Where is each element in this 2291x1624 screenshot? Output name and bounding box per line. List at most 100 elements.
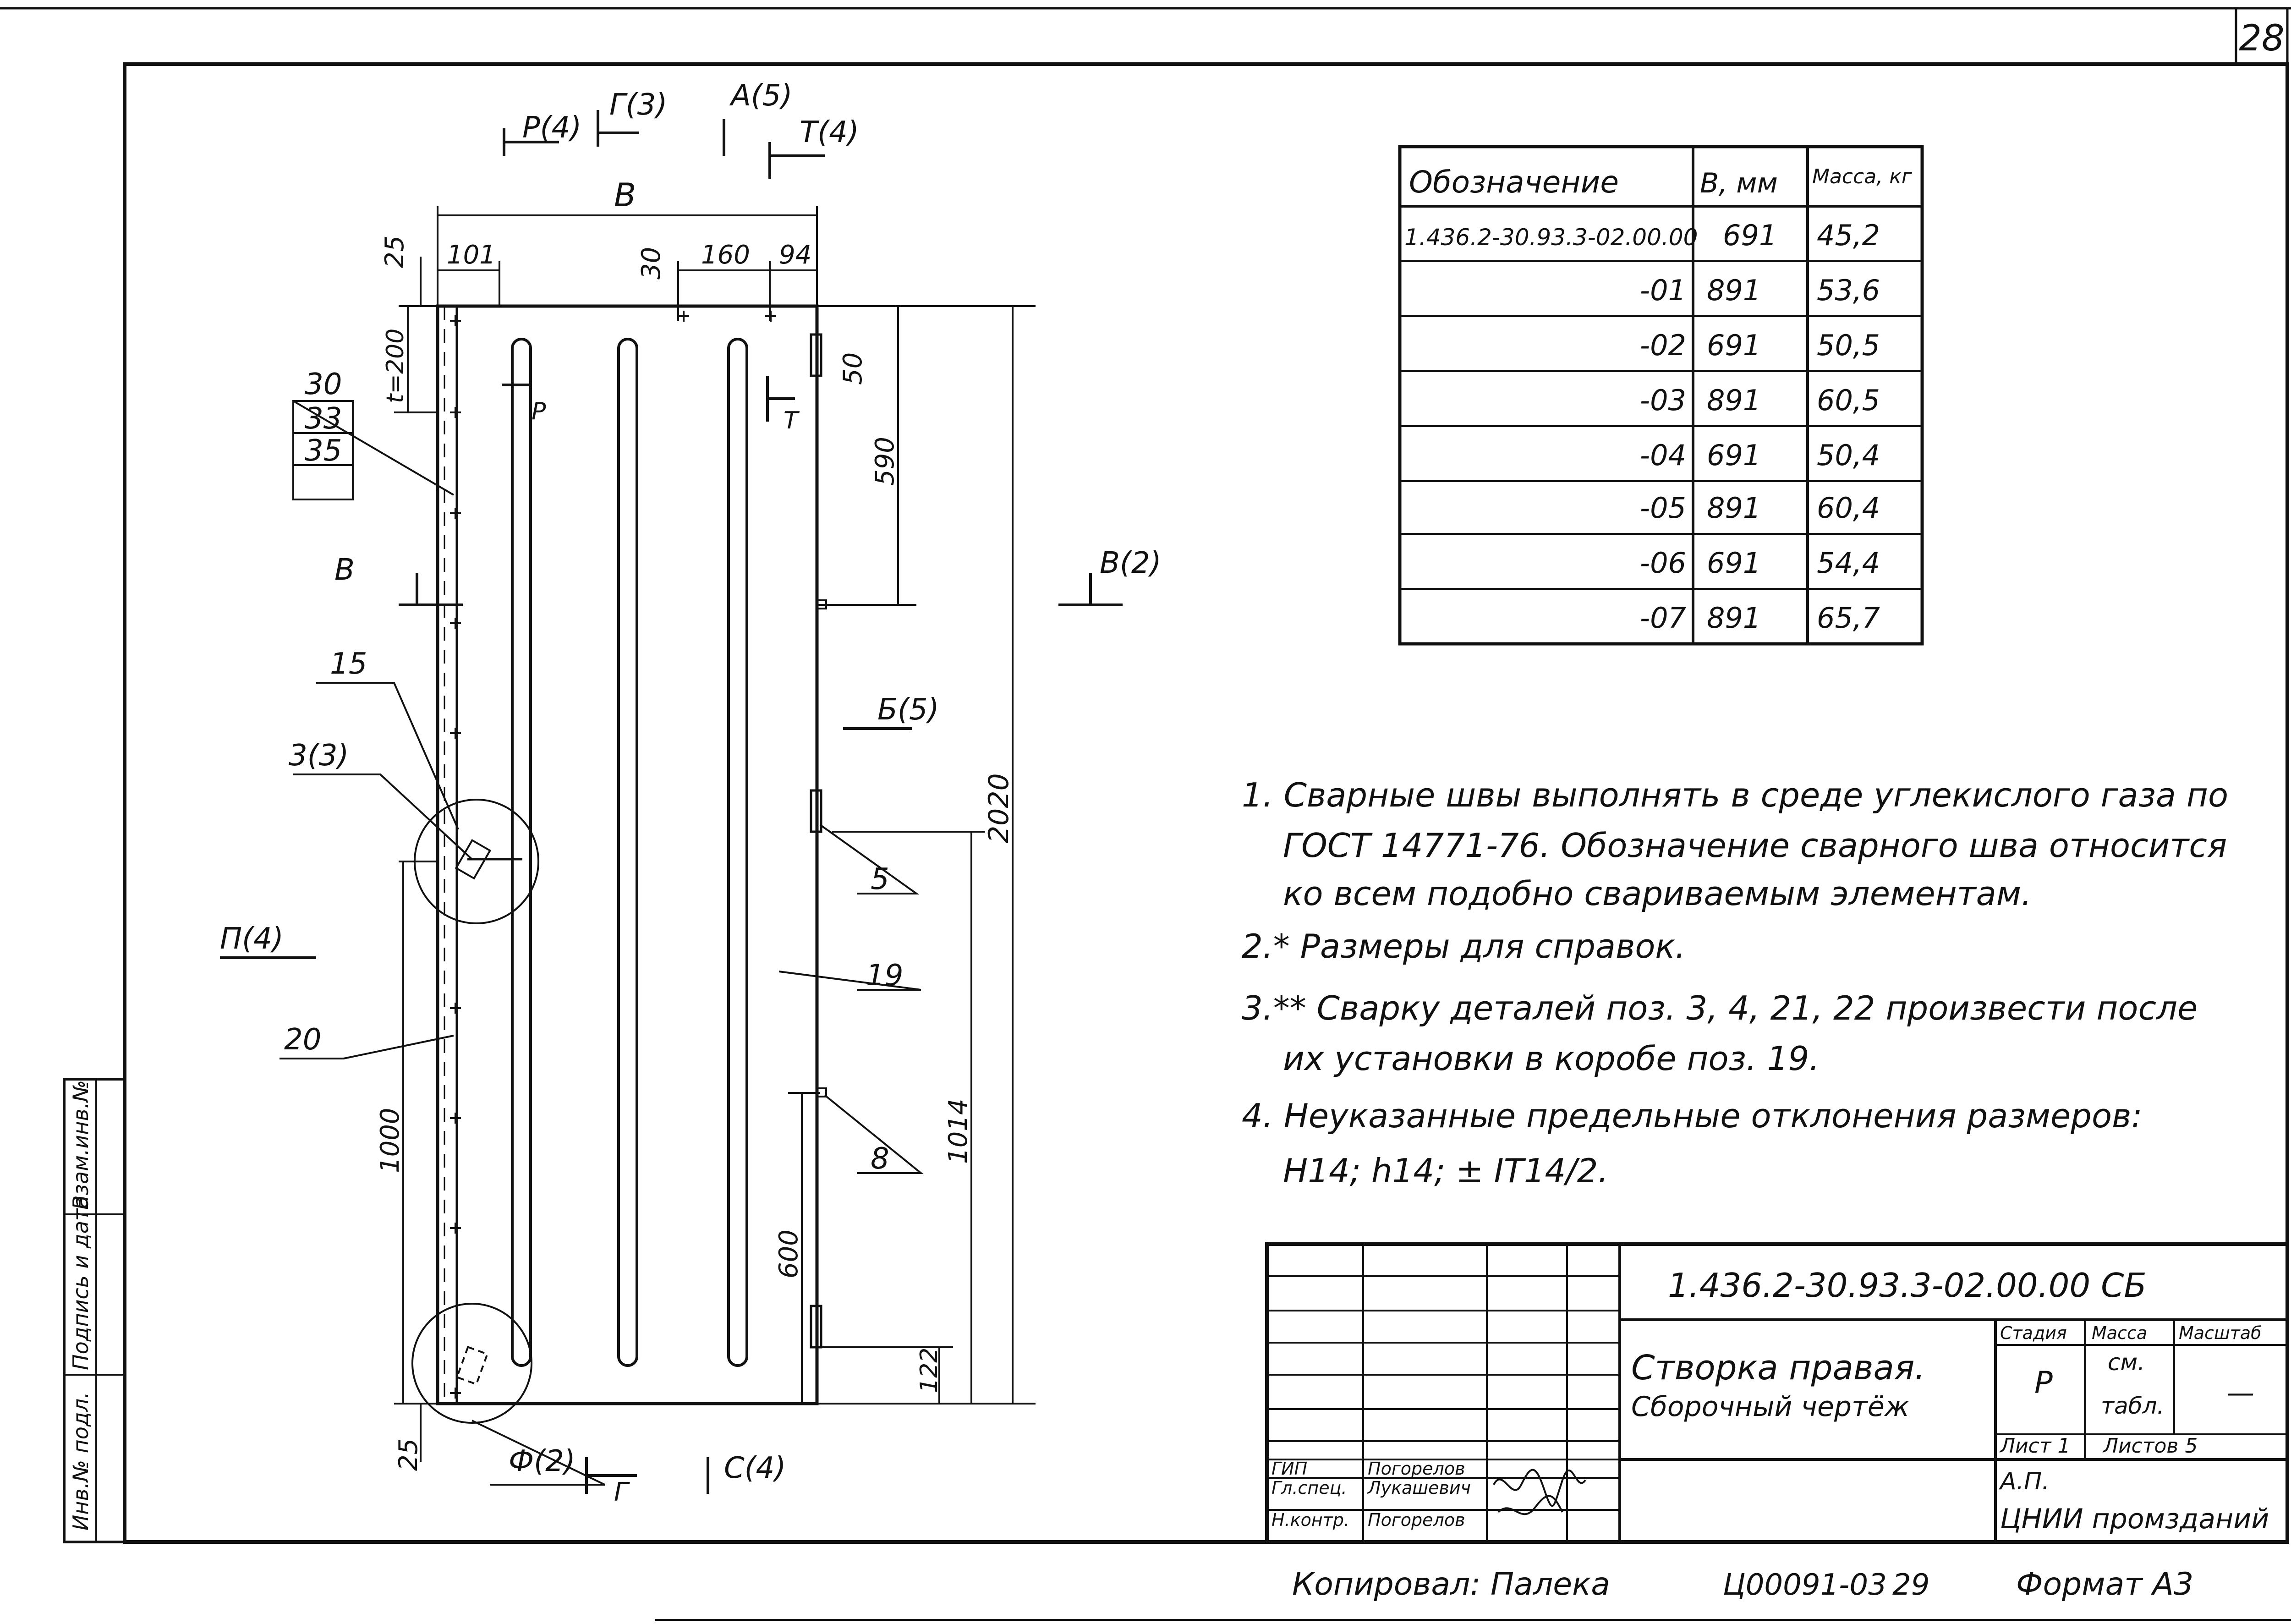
title-mass-value-1: см.: [2108, 1349, 2145, 1376]
view-v-left: В: [334, 553, 355, 587]
note-line: 1. Сварные швы выполнять в среде углекис…: [1242, 776, 2228, 814]
spec-row-width: 891: [1707, 491, 1761, 525]
person-name: Лукашевич: [1367, 1478, 1471, 1498]
dimension-lines: [394, 206, 1036, 1462]
spec-header-designation: Обозначение: [1409, 165, 1619, 200]
dim-600: 600: [774, 1229, 804, 1278]
marker-t: Т: [784, 407, 800, 434]
spec-row-mass: 54,4: [1817, 546, 1880, 580]
view-p-left: П(4): [220, 922, 284, 956]
view-b: Б(5): [877, 693, 939, 727]
callout-20: 20: [284, 1023, 321, 1057]
dim-590: 590: [870, 437, 900, 486]
title-stage-label: Стадия: [2000, 1323, 2067, 1343]
spec-row-designation: 1.436.2-30.93.3-02.00.00: [1404, 224, 1698, 251]
leader-lines: [280, 400, 924, 1486]
title-block: [1265, 1242, 2289, 1544]
spec-row-designation: -05: [1640, 491, 1686, 525]
note-line: ГОСТ 14771-76. Обозначение сварного шва …: [1283, 826, 2227, 865]
spec-row-width: 691: [1723, 219, 1777, 252]
callout-15: 15: [330, 647, 367, 681]
person-role: ГИП: [1272, 1459, 1307, 1479]
title-scale-label: Масштаб: [2179, 1323, 2262, 1343]
dim-25-bottom: 25: [394, 1438, 423, 1471]
dim-25-top: 25: [380, 236, 410, 268]
person-role: Гл.спец.: [1272, 1478, 1347, 1498]
marker-p: Р: [532, 398, 546, 425]
callout-3: 3(3): [289, 739, 349, 773]
dim-101: 101: [447, 240, 496, 270]
callout-8: 8: [871, 1142, 889, 1176]
dim-30-top: 30: [636, 247, 666, 280]
note-line: Н14; h14; ± IT14/2.: [1283, 1152, 1608, 1190]
side-stamp-inv: Инв.№ подл.: [68, 1392, 93, 1531]
title-sheet-label: Лист 1: [1999, 1434, 2070, 1458]
spec-row-width: 891: [1707, 274, 1761, 307]
person-role: Н.контр.: [1272, 1510, 1349, 1530]
view-c: С(4): [724, 1451, 786, 1485]
callout-35: 35: [305, 434, 342, 468]
footer-copied: Копировал: Палека: [1292, 1566, 1610, 1602]
footer-format: Формат А3: [2016, 1566, 2193, 1602]
dim-94: 94: [779, 240, 811, 270]
notes: 1. Сварные швы выполнять в среде углекис…: [1242, 776, 2228, 1190]
callout-5: 5: [871, 862, 889, 896]
spec-rows: 1.436.2-30.93.3-02.00.00 691 45,2 -01 89…: [1404, 219, 1880, 635]
view-g-bottom: Г: [614, 1477, 630, 1507]
section-markers: [220, 110, 1123, 1494]
door-leaf: [411, 304, 827, 1424]
title-mass-value-2: табл.: [2101, 1393, 2164, 1419]
spec-table: [1398, 145, 1924, 646]
spec-header-width: В, мм: [1700, 167, 1778, 199]
dim-t200: t=200: [382, 329, 409, 403]
spec-row-width: 691: [1707, 546, 1761, 580]
view-v-right: В(2): [1100, 546, 1162, 580]
spec-row-mass: 50,4: [1817, 439, 1880, 472]
view-a: А(5): [729, 79, 792, 113]
spec-row-designation: -03: [1640, 384, 1686, 417]
note-line: их установки в коробе поз. 19.: [1283, 1039, 1820, 1078]
callout-33: 33: [305, 402, 342, 436]
title-org-line2: ЦНИИ промзданий: [2000, 1503, 2269, 1535]
spec-row-designation: -07: [1640, 601, 1686, 635]
dim-1000: 1000: [375, 1108, 405, 1173]
side-stamp-replace: Взам.инв.№: [68, 1080, 93, 1210]
view-t: Т(4): [800, 115, 859, 149]
spec-row-width: 691: [1707, 439, 1761, 472]
callout-30: 30: [305, 368, 342, 401]
spec-row-width: 891: [1707, 384, 1761, 417]
spec-row-mass: 53,6: [1817, 274, 1880, 307]
spec-row-mass: 60,5: [1817, 384, 1880, 417]
title-line1: Створка правая.: [1631, 1348, 1925, 1388]
title-mass-label: Масса: [2092, 1323, 2147, 1343]
note-line: 3.** Сварку деталей поз. 3, 4, 21, 22 пр…: [1242, 989, 2198, 1027]
view-f: Ф(2): [509, 1444, 575, 1478]
spec-row-mass: 45,2: [1817, 219, 1880, 252]
dim-1014: 1014: [943, 1098, 973, 1164]
title-scale-value: —: [2227, 1377, 2254, 1409]
spec-header-mass: Масса, кг: [1812, 165, 1913, 188]
title-stage-value: Р: [2034, 1365, 2053, 1400]
spec-row-width: 891: [1707, 601, 1761, 635]
dim-122: 122: [915, 1348, 943, 1393]
view-p: Р(4): [522, 111, 581, 145]
title-sheets-label: Листов 5: [2102, 1434, 2198, 1458]
footer-code: Ц00091-03: [1723, 1568, 1887, 1602]
spec-row-designation: -01: [1640, 274, 1686, 307]
spec-row-mass: 50,5: [1817, 329, 1880, 362]
dim-160: 160: [701, 240, 750, 270]
side-stamp: Инв.№ подл. Подпись и дата Взам.инв.№: [63, 1078, 126, 1543]
title-doc-code: 1.436.2-30.93.3-02.00.00 СБ: [1668, 1266, 2147, 1305]
note-line: ко всем подобно свариваемым элементам.: [1283, 874, 2032, 913]
title-org-line1: А.П.: [1999, 1468, 2050, 1495]
sheet-frame: [0, 7, 2291, 1621]
signature-scribble: [1493, 1469, 1586, 1515]
title-line2: Сборочный чертёж: [1631, 1391, 1909, 1423]
dim-50: 50: [838, 352, 868, 385]
spec-row-designation: -04: [1640, 439, 1686, 472]
note-line: 2.* Размеры для справок.: [1242, 927, 1686, 966]
person-name: Погорелов: [1368, 1459, 1465, 1479]
side-stamp-sign: Подпись и дата: [68, 1196, 93, 1370]
footer-page: 29: [1892, 1568, 1929, 1602]
